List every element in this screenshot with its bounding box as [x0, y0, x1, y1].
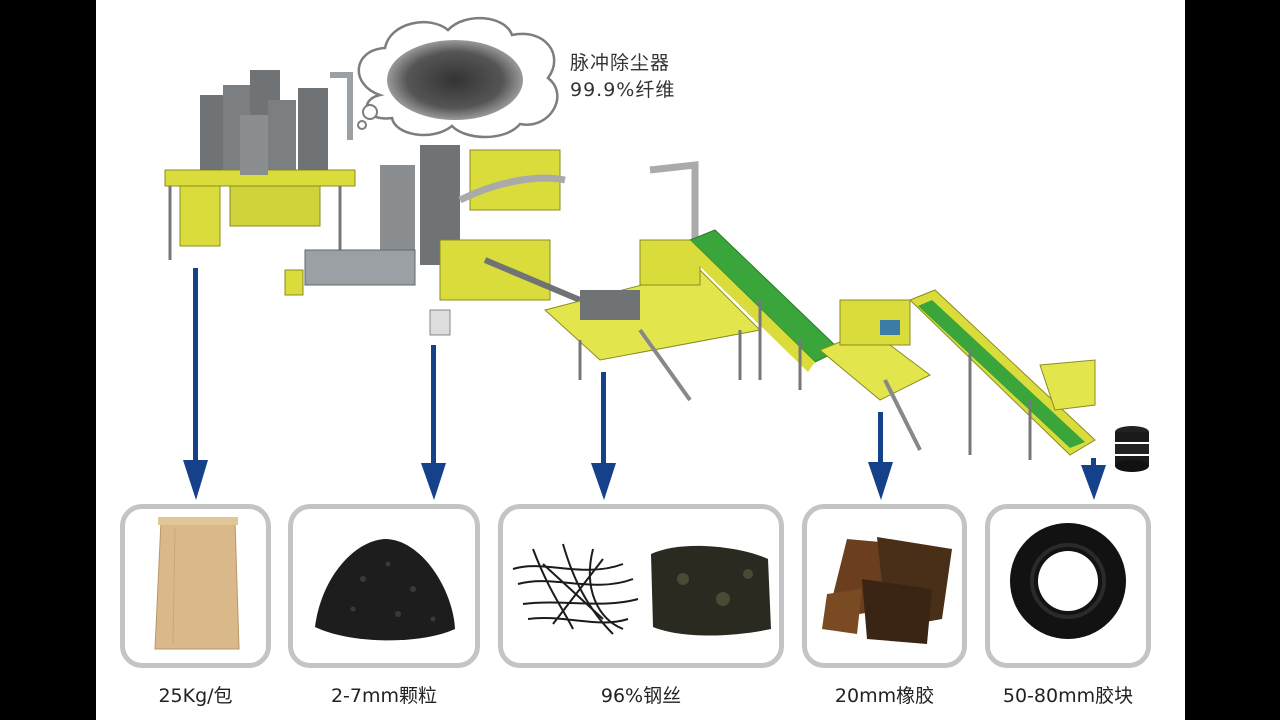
steel-separation-platform — [543, 161, 762, 402]
output-label-blocks: 50-80mm胶块 — [1002, 685, 1134, 707]
dust-collector-tower — [164, 70, 356, 296]
shredder-platform — [819, 299, 931, 451]
dust-collector-label: 脉冲除尘器 99.9%纤维 — [570, 50, 675, 104]
tire-icon — [1010, 523, 1126, 639]
fiber-dust-icon — [387, 40, 523, 120]
callout-line-2: 99.9%纤维 — [570, 79, 676, 101]
output-label-rubber: 20mm橡胶 — [834, 685, 935, 707]
output-box-granules — [288, 504, 480, 668]
output-box-rubber — [802, 504, 967, 668]
output-box-steel — [498, 504, 784, 668]
output-label-steel: 96%钢丝 — [600, 685, 682, 707]
output-box-blocks — [985, 504, 1151, 668]
arrow-to-bag — [183, 268, 208, 500]
arrow-to-blocks — [1081, 458, 1106, 500]
output-label-bag: 25Kg/包 — [158, 685, 233, 707]
steel-wire-icon — [512, 543, 771, 636]
tire-stack-icon — [1115, 426, 1149, 472]
granules-icon — [315, 539, 455, 641]
conveyor-belt-2 — [909, 289, 1096, 460]
rubber-chips-icon — [822, 537, 952, 644]
output-box-bag — [120, 504, 271, 668]
arrow-to-granules — [421, 345, 446, 500]
arrow-to-rubber — [868, 412, 893, 500]
output-label-granules: 2-7mm颗粒 — [330, 685, 438, 707]
bag-icon — [154, 517, 240, 650]
callout-line-1: 脉冲除尘器 — [570, 52, 671, 74]
granulator-section — [304, 145, 582, 336]
arrow-to-steel — [591, 372, 616, 500]
cloud-callout — [357, 16, 559, 139]
